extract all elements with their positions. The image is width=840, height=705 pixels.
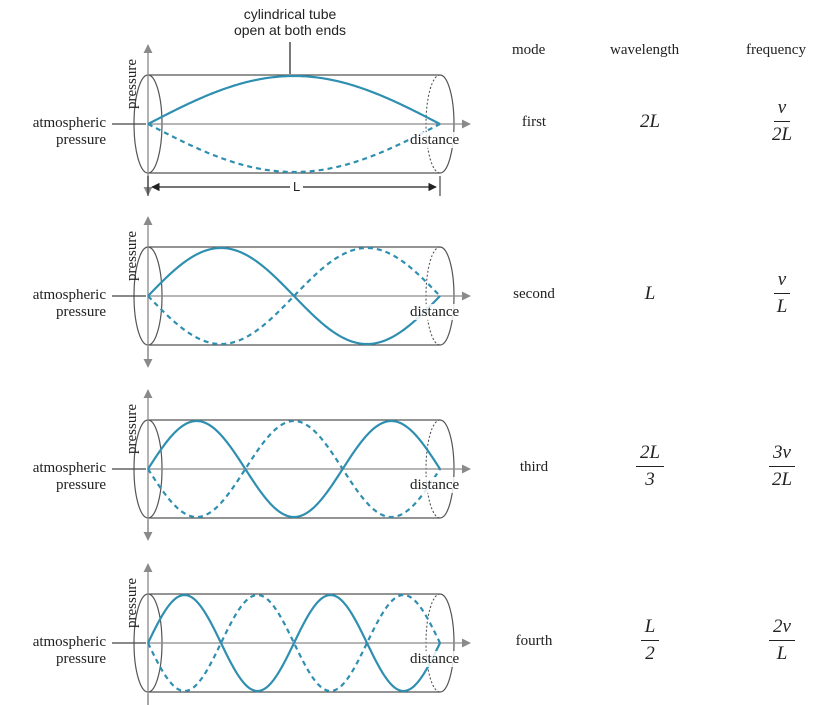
row-1-atm-line2: pressure bbox=[56, 132, 106, 148]
row-2-atm-line2: pressure bbox=[56, 304, 106, 320]
row-4-pressure-wave-solid bbox=[147, 593, 441, 693]
row-3-frequency-numerator: 3v bbox=[769, 442, 795, 467]
tube-label-line1: cylindrical tube bbox=[243, 6, 337, 22]
row-4-pressure-label: pressure bbox=[124, 578, 140, 628]
row-3-frequency-denominator: 2L bbox=[771, 469, 793, 490]
row-2-mode-name: second bbox=[513, 286, 555, 302]
row-3-distance-label: distance bbox=[409, 477, 461, 493]
row-4-wavelength-denominator: 2 bbox=[645, 643, 655, 664]
row-1-pressure-wave-dashed bbox=[147, 123, 441, 174]
row-1-pressure-wave-solid bbox=[147, 74, 441, 125]
row-4-atm-line2: pressure bbox=[56, 651, 106, 667]
row-2-frequency-denominator: L bbox=[776, 296, 788, 317]
row-1-frequency-denominator: 2L bbox=[771, 124, 793, 145]
row-2-pressure-wave-solid bbox=[147, 246, 441, 346]
row-3-wavelength-numerator: 2L bbox=[635, 442, 665, 467]
tube-label-line2: open at both ends bbox=[233, 22, 347, 38]
row-1-distance-label: distance bbox=[409, 132, 461, 148]
row-3-pressure-label: pressure bbox=[124, 404, 140, 454]
row-2-wavelength: L bbox=[644, 283, 656, 304]
header-frequency: frequency bbox=[746, 42, 806, 58]
row-1-pressure-label: pressure bbox=[124, 59, 140, 109]
row-2-pressure-label: pressure bbox=[124, 231, 140, 281]
row-4-atm-line1: atmospheric bbox=[32, 634, 106, 650]
row-3-pressure-wave-dashed bbox=[147, 419, 441, 519]
row-2-pressure-wave-dashed bbox=[147, 246, 441, 346]
row-4-frequency-numerator: 2v bbox=[769, 616, 795, 641]
tube-label: cylindrical tube open at both ends bbox=[205, 6, 375, 38]
row-3-wavelength-denominator: 3 bbox=[645, 469, 655, 490]
row-4-mode-name: fourth bbox=[515, 633, 553, 649]
row-4-frequency-denominator: L bbox=[776, 643, 788, 664]
row-1-wavelength: 2L bbox=[639, 111, 661, 132]
header-wavelength: wavelength bbox=[610, 42, 680, 58]
row-3-mode-name: third bbox=[519, 459, 549, 475]
row-1-atm-line1: atmospheric bbox=[32, 115, 106, 131]
row-2-atm-line1: atmospheric bbox=[32, 287, 106, 303]
row-4-pressure-wave-dashed bbox=[147, 593, 441, 693]
row-2-distance-label: distance bbox=[409, 304, 461, 320]
row-3-atm-line2: pressure bbox=[56, 477, 106, 493]
row-1-frequency-numerator: v bbox=[773, 97, 791, 122]
row-2-frequency-numerator: v bbox=[773, 269, 791, 294]
row-3-atm-line1: atmospheric bbox=[32, 460, 106, 476]
header-mode: mode bbox=[512, 42, 546, 58]
row-4-wavelength-numerator: L bbox=[640, 616, 660, 641]
row-4-distance-label: distance bbox=[409, 651, 461, 667]
row-1-mode-name: first bbox=[521, 114, 547, 130]
row-3-pressure-wave-solid bbox=[147, 419, 441, 519]
length-label: L bbox=[290, 179, 304, 194]
